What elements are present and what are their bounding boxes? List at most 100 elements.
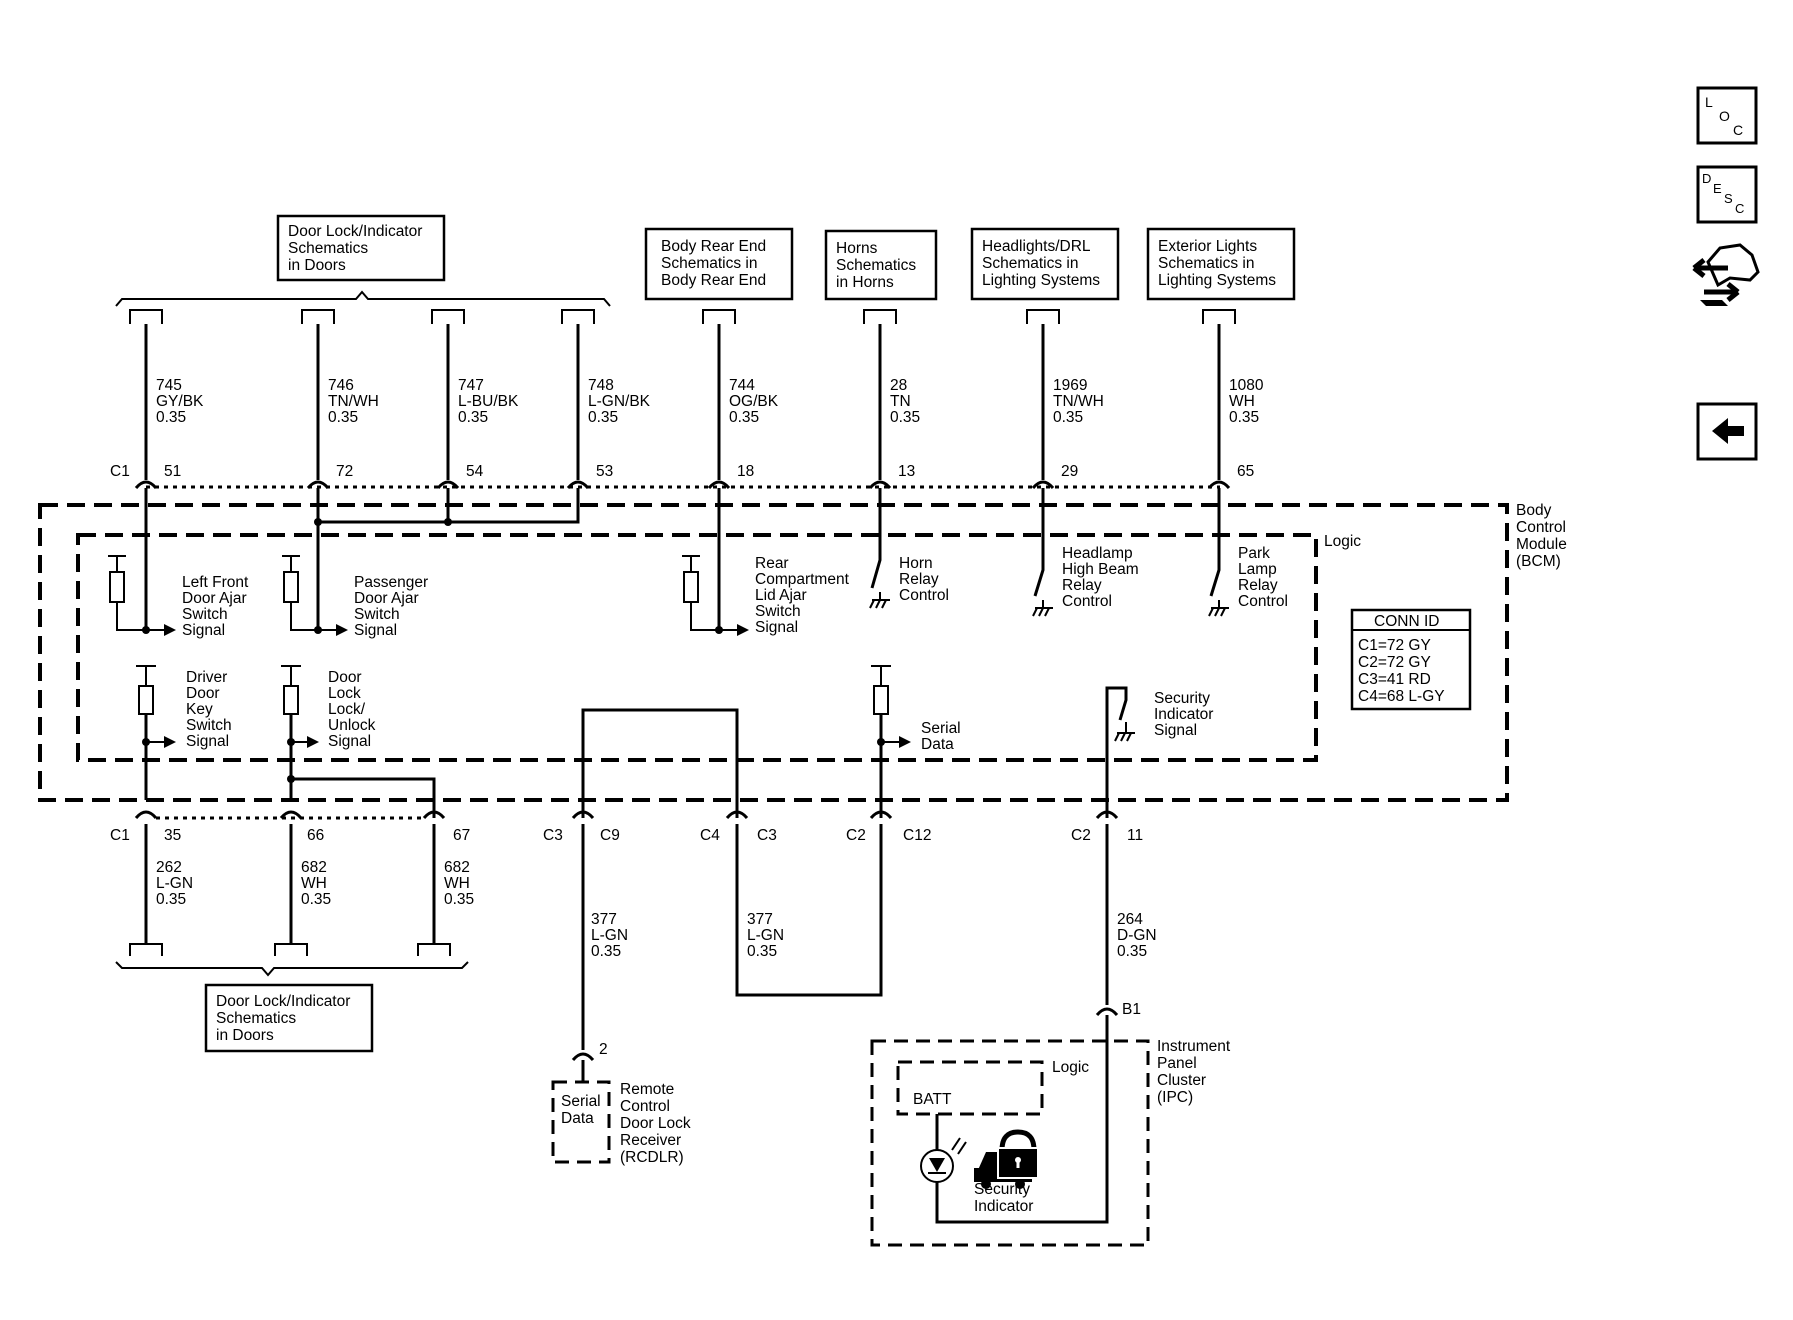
- svg-text:Control: Control: [1062, 593, 1112, 610]
- svg-text:C3: C3: [757, 827, 777, 844]
- ref-label: Schematics: [836, 257, 916, 274]
- svg-text:Signal: Signal: [755, 619, 798, 636]
- svg-text:Relay: Relay: [1238, 577, 1278, 594]
- svg-text:Lid Ajar: Lid Ajar: [755, 587, 807, 604]
- svg-text:Horn: Horn: [899, 555, 933, 572]
- wire-circuit: 748: [588, 377, 614, 394]
- svg-text:682: 682: [301, 859, 327, 876]
- svg-text:Data: Data: [921, 736, 954, 753]
- brace-top: [115, 290, 611, 307]
- wire-size: 0.35: [729, 409, 759, 426]
- svg-text:C3=41 RD: C3=41 RD: [1358, 671, 1431, 688]
- ref-label: in Horns: [836, 274, 894, 291]
- svg-text:Unlock: Unlock: [328, 717, 376, 734]
- wire-circuit: 746: [328, 377, 354, 394]
- pin-number: 18: [737, 463, 754, 480]
- svg-text:Serial: Serial: [921, 720, 961, 737]
- ref-label: Schematics in: [661, 255, 757, 272]
- svg-text:Door: Door: [186, 685, 220, 702]
- bottom-door-stubs: [115, 943, 469, 977]
- ref-horns[interactable]: Horns Schematics in Horns: [824, 229, 938, 301]
- park-relay-output: Park Lamp Relay Control: [1208, 488, 1288, 617]
- bcm-outline: [38, 503, 1509, 802]
- svg-text:262: 262: [156, 859, 182, 876]
- svg-text:Receiver: Receiver: [620, 1132, 681, 1149]
- wire-size: 0.35: [458, 409, 488, 426]
- svg-text:Switch: Switch: [354, 606, 400, 623]
- wire-377b: [735, 824, 883, 997]
- svg-text:C2: C2: [846, 827, 866, 844]
- svg-text:Relay: Relay: [1062, 577, 1102, 594]
- svg-text:C4: C4: [700, 827, 720, 844]
- pin-number: 29: [1061, 463, 1078, 480]
- left-arrow-icon: [1712, 418, 1744, 444]
- svg-text:Door: Door: [328, 669, 362, 686]
- svg-text:Control: Control: [899, 587, 949, 604]
- security-indicator-signal: Security Indicator Signal: [1105, 686, 1213, 818]
- svg-text:2: 2: [599, 1041, 608, 1058]
- svg-text:Control: Control: [1238, 593, 1288, 610]
- desc-e: E: [1713, 181, 1722, 196]
- svg-text:(RCDLR): (RCDLR): [620, 1149, 684, 1166]
- conn-id-table: CONN ID C1=72 GY C2=72 GY C3=41 RD C4=68…: [1350, 608, 1472, 711]
- svg-text:C2=72 GY: C2=72 GY: [1358, 654, 1431, 671]
- back-button[interactable]: [1696, 402, 1758, 461]
- desc-button[interactable]: D E S C: [1696, 165, 1758, 224]
- ref-label: Headlights/DRL: [982, 238, 1091, 255]
- door-lock-unlock-input: Door Lock Lock/ Unlock Signal: [281, 665, 376, 800]
- svg-text:Park: Park: [1238, 545, 1270, 562]
- bcm-title: Body Control Module (BCM): [1516, 502, 1567, 570]
- svg-text:Indicator: Indicator: [974, 1198, 1033, 1215]
- loc-button[interactable]: L O C: [1696, 86, 1758, 145]
- svg-text:11: 11: [1127, 827, 1143, 844]
- svg-text:Signal: Signal: [1154, 722, 1197, 739]
- ref-label: Schematics: [288, 240, 368, 257]
- svg-text:Relay: Relay: [899, 571, 939, 588]
- loc-l: L: [1705, 94, 1713, 110]
- desc-s: S: [1724, 191, 1733, 206]
- svg-text:Lamp: Lamp: [1238, 561, 1277, 578]
- ref-door-bottom[interactable]: Door Lock/Indicator Schematics in Doors: [204, 983, 374, 1053]
- loc-c: C: [1733, 122, 1743, 138]
- svg-text:Signal: Signal: [182, 622, 225, 639]
- wire-color: GY/BK: [156, 393, 204, 410]
- svg-text:L-GN: L-GN: [747, 927, 784, 944]
- svg-text:BATT: BATT: [913, 1091, 952, 1108]
- wire-color: TN/WH: [328, 393, 379, 410]
- svg-text:377: 377: [591, 911, 617, 928]
- ref-body-rear[interactable]: Body Rear End Schematics in Body Rear En…: [644, 227, 794, 301]
- ref-exterior[interactable]: Exterior Lights Schematics in Lighting S…: [1146, 227, 1296, 301]
- svg-text:Body: Body: [1516, 502, 1552, 519]
- svg-text:Switch: Switch: [755, 603, 801, 620]
- svg-text:Compartment: Compartment: [755, 571, 850, 588]
- svg-text:WH: WH: [444, 875, 470, 892]
- svg-text:Passenger: Passenger: [354, 574, 428, 591]
- svg-text:0.35: 0.35: [1117, 943, 1147, 960]
- bottom-connectors: C1 35 66 67 C3 C9 C4 C3 C2 C12 C2 11: [110, 810, 1143, 844]
- svg-text:Rear: Rear: [755, 555, 789, 572]
- ref-door-top[interactable]: Door Lock/Indicator Schematics in Doors: [276, 214, 446, 282]
- svg-text:Headlamp: Headlamp: [1062, 545, 1133, 562]
- ref-label: Door Lock/Indicator: [216, 993, 350, 1010]
- connector-hand-icon[interactable]: [1692, 243, 1760, 306]
- svg-text:67: 67: [453, 827, 470, 844]
- svg-text:Panel: Panel: [1157, 1055, 1197, 1072]
- svg-text:Lock: Lock: [328, 685, 361, 702]
- svg-text:High Beam: High Beam: [1062, 561, 1139, 578]
- ref-headlights[interactable]: Headlights/DRL Schematics in Lighting Sy…: [970, 227, 1120, 301]
- wire-size: 0.35: [1229, 409, 1259, 426]
- svg-text:682: 682: [444, 859, 470, 876]
- ref-label: Schematics: [216, 1010, 296, 1027]
- svg-text:Signal: Signal: [354, 622, 397, 639]
- svg-text:Serial: Serial: [561, 1093, 601, 1110]
- pin-number: 65: [1237, 463, 1254, 480]
- svg-text:Remote: Remote: [620, 1081, 674, 1098]
- desc-c: C: [1735, 201, 1744, 216]
- bottom-wire-labels: 262 L-GN 0.35 682 WH 0.35 682 WH 0.35 37…: [156, 859, 1157, 960]
